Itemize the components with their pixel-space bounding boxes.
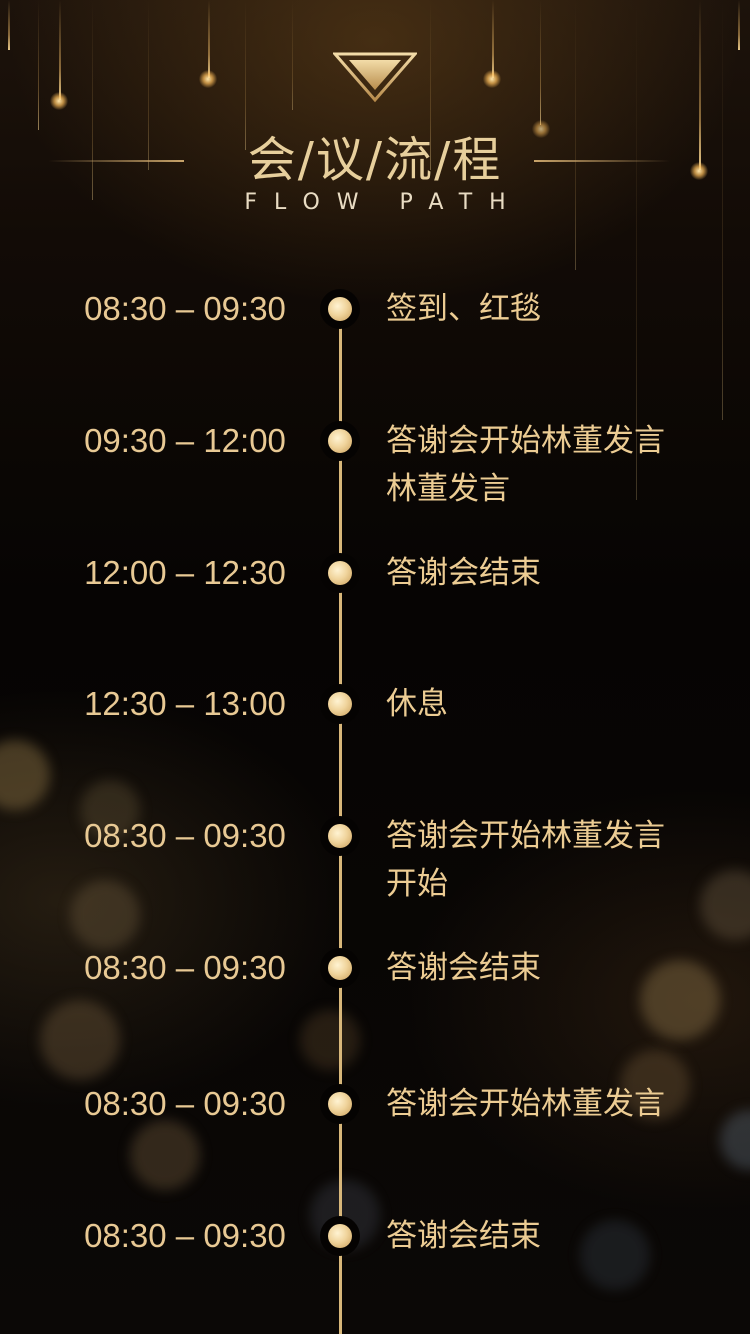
schedule-time: 08:30 – 09:30	[84, 1085, 286, 1122]
schedule-event: 答谢会开始林董发言 林董发言	[386, 423, 665, 507]
timeline-node-icon	[320, 816, 360, 856]
schedule-time: 08:30 – 09:30	[84, 817, 286, 854]
title-divider-left	[48, 160, 184, 162]
timeline-node-icon	[320, 948, 360, 988]
page-title: 会/议/流/程	[247, 132, 503, 188]
title-row: 会/议/流/程	[0, 128, 750, 198]
schedule-event: 答谢会结束	[386, 1218, 541, 1254]
schedule-event: 签到、红毯	[386, 291, 541, 327]
schedule-time: 12:30 – 13:00	[84, 685, 286, 722]
timeline-node-icon	[320, 684, 360, 724]
schedule-event: 答谢会开始林董发言 开始	[386, 818, 665, 902]
title-divider-right	[534, 160, 670, 162]
schedule-time: 09:30 – 12:00	[84, 422, 286, 459]
schedule-event: 答谢会结束	[386, 555, 541, 591]
schedule-time: 08:30 – 09:30	[84, 290, 286, 327]
schedule-time: 08:30 – 09:30	[84, 949, 286, 986]
timeline-node-icon	[320, 1216, 360, 1256]
schedule-event: 休息	[386, 686, 448, 722]
schedule-event: 答谢会结束	[386, 950, 541, 986]
schedule-time: 08:30 – 09:30	[84, 1217, 286, 1254]
inverted-triangle-icon	[333, 52, 417, 103]
timeline-node-icon	[320, 1084, 360, 1124]
timeline-node-icon	[320, 421, 360, 461]
schedule-event: 答谢会开始林董发言	[386, 1086, 665, 1122]
timeline-node-icon	[320, 553, 360, 593]
timeline-node-icon	[320, 289, 360, 329]
page-subtitle: FLOW PATH	[244, 190, 523, 215]
schedule-time: 12:00 – 12:30	[84, 554, 286, 591]
